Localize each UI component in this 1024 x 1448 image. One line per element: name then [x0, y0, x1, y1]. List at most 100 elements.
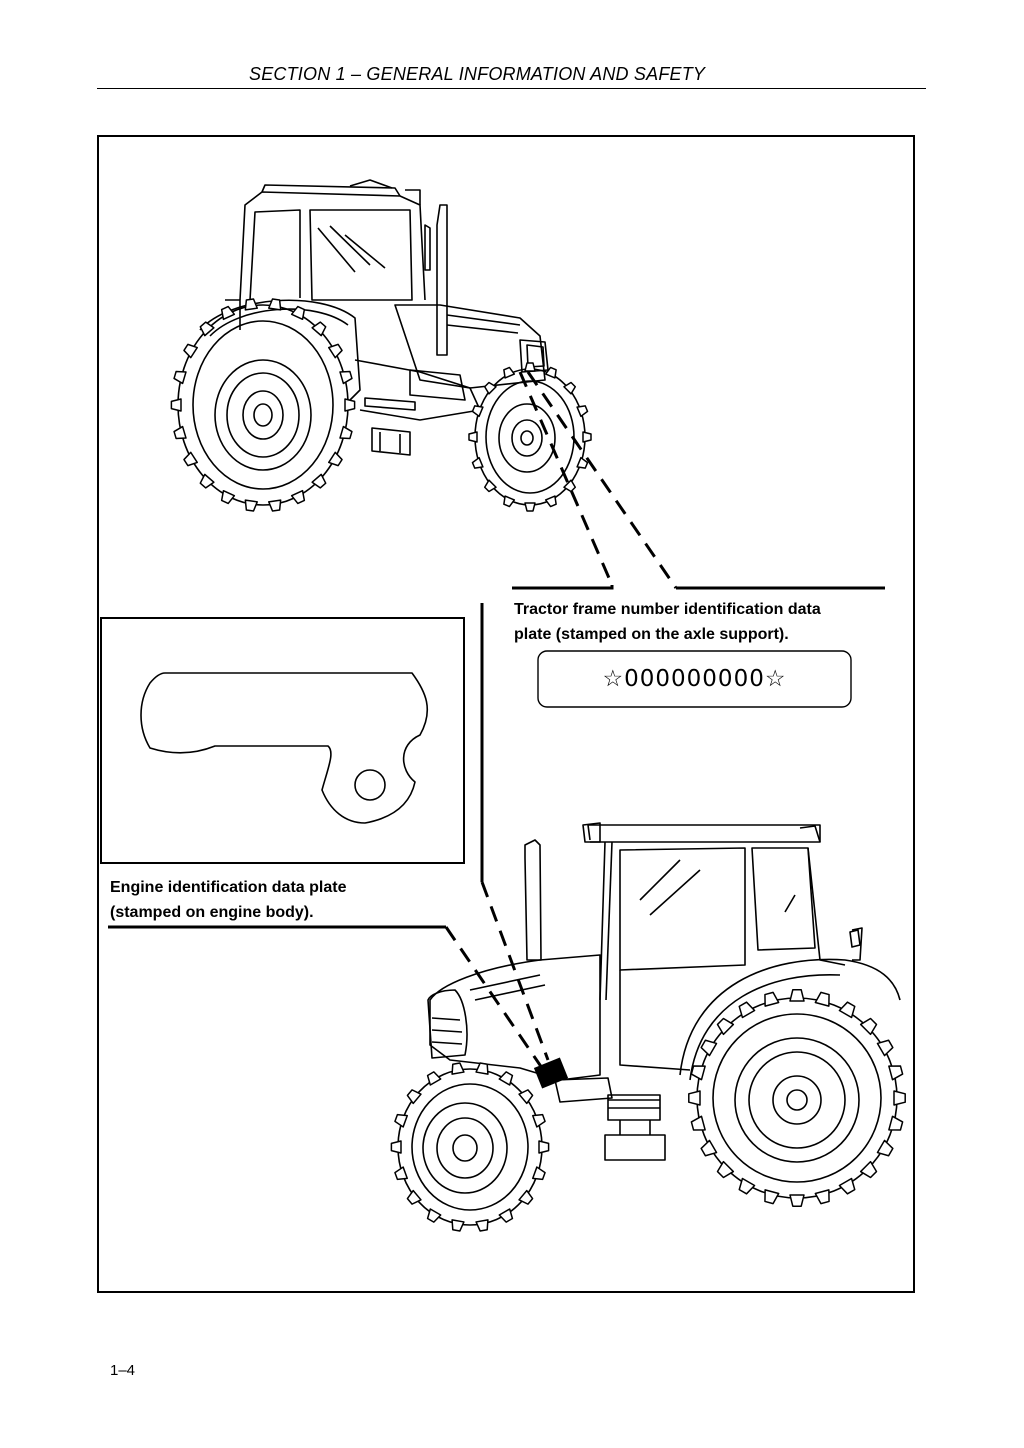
tyre-lug — [220, 489, 236, 505]
tyre-lug — [789, 989, 805, 1002]
tyre-lug — [199, 321, 215, 337]
tyre-lug — [328, 451, 343, 467]
tyre-lug — [764, 1189, 780, 1205]
tyre-lug — [290, 489, 306, 505]
engine-plate-caption-line-2: (stamped on engine body). — [110, 904, 314, 921]
tyre-lug — [183, 451, 198, 467]
tyre-lug — [498, 1208, 514, 1223]
tractor-bottom-rear-tyre-tread — [688, 989, 906, 1207]
tyre-lug — [311, 473, 327, 489]
tyre-lug — [339, 370, 353, 385]
tyre-lug — [244, 499, 258, 512]
tractor-top-rear-tyre-tread — [170, 298, 356, 512]
tyre-lug — [544, 495, 557, 508]
tyre-lug — [838, 1001, 856, 1019]
tyre-lug — [451, 1062, 465, 1075]
tyre-lug — [893, 1090, 906, 1106]
tyre-lug — [426, 1208, 442, 1223]
tyre-lug — [544, 366, 557, 379]
tyre-lug — [700, 1039, 718, 1057]
tyre-lug — [468, 431, 478, 443]
page-header: SECTION 1 – GENERAL INFORMATION AND SAFE… — [97, 60, 926, 89]
frame-plate-caption-line-1: Tractor frame number identification data — [514, 601, 821, 618]
tyre-lug — [268, 298, 282, 311]
section-title: SECTION 1 – GENERAL INFORMATION AND SAFE… — [249, 64, 706, 84]
tyre-lug — [716, 1017, 735, 1036]
tyre-lug — [876, 1139, 894, 1157]
tyre-lug — [789, 1194, 805, 1207]
tractor-bottom-illustration — [397, 822, 901, 1226]
tyre-lug — [518, 1089, 534, 1105]
tyre-lug — [344, 398, 356, 412]
tyre-lug — [475, 1219, 489, 1232]
tyre-lug — [394, 1113, 409, 1128]
tyre-lug — [888, 1065, 904, 1081]
tyre-lug — [738, 1001, 756, 1019]
tyre-lug — [498, 1071, 514, 1086]
frame-plate-leader-lines — [518, 371, 678, 589]
engine-plate-caption-line-1: Engine identification data plate — [110, 879, 347, 896]
tyre-lug — [738, 1177, 756, 1195]
tyre-lug — [576, 456, 589, 469]
tractor-top-front-tyre-tread — [468, 362, 592, 512]
tyre-lug — [173, 425, 187, 440]
tyre-lug — [199, 473, 215, 489]
tyre-lug — [563, 479, 577, 493]
tyre-lug — [518, 1189, 534, 1205]
engine-plate-inset-box — [100, 617, 465, 864]
tractor-top-illustration — [177, 179, 586, 506]
tyre-lug — [814, 991, 830, 1007]
engine-plate-marker — [533, 1057, 569, 1089]
tyre-lug — [311, 321, 327, 337]
tyre-lug — [503, 495, 516, 508]
tyre-lug — [563, 381, 577, 395]
tyre-lug — [524, 502, 536, 512]
tyre-lug — [814, 1189, 830, 1205]
tyre-lug — [406, 1089, 422, 1105]
tyre-lug — [390, 1140, 402, 1154]
tyre-lug — [690, 1115, 706, 1131]
tyre-lug — [876, 1039, 894, 1057]
tyre-lug — [339, 425, 353, 440]
tyre-lug — [531, 1166, 546, 1181]
tyre-lug — [859, 1017, 878, 1036]
frame-number-plate — [537, 650, 852, 708]
page-number: 1–4 — [110, 1362, 136, 1379]
engine-plate-caption-rule — [108, 603, 484, 929]
tyre-lug — [688, 1090, 701, 1106]
frame-plate-caption-rules — [512, 585, 885, 590]
tyre-lug — [244, 298, 258, 311]
engine-plate-outline — [140, 672, 429, 824]
tyre-lug — [394, 1166, 409, 1181]
frame-number-stamp: ☆000000000☆ — [602, 666, 787, 692]
tyre-lug — [426, 1071, 442, 1086]
tyre-lug — [170, 398, 182, 412]
tyre-lug — [483, 479, 497, 493]
tyre-lug — [475, 1062, 489, 1075]
tyre-lug — [471, 456, 484, 469]
tyre-lug — [700, 1139, 718, 1157]
tyre-lug — [503, 366, 516, 379]
tyre-lug — [531, 1113, 546, 1128]
tyre-lug — [173, 370, 187, 385]
tyre-lug — [328, 343, 343, 359]
tyre-lug — [538, 1140, 550, 1154]
tyre-lug — [859, 1160, 878, 1179]
figure-frame — [97, 135, 915, 1293]
tyre-lug — [582, 431, 592, 443]
tyre-lug — [838, 1177, 856, 1195]
tyre-lug — [576, 405, 589, 418]
tyre-lug — [183, 343, 198, 359]
tyre-lug — [690, 1065, 706, 1081]
tyre-lug — [268, 499, 282, 512]
tyre-lug — [716, 1160, 735, 1179]
tyre-lug — [471, 405, 484, 418]
tyre-lug — [483, 381, 497, 395]
tyre-lug — [290, 305, 306, 321]
tyre-lug — [220, 305, 236, 321]
tyre-lug — [451, 1219, 465, 1232]
tyre-lug — [406, 1189, 422, 1205]
tyre-lug — [524, 362, 536, 372]
frame-plate-caption-line-2: plate (stamped on the axle support). — [514, 626, 789, 643]
